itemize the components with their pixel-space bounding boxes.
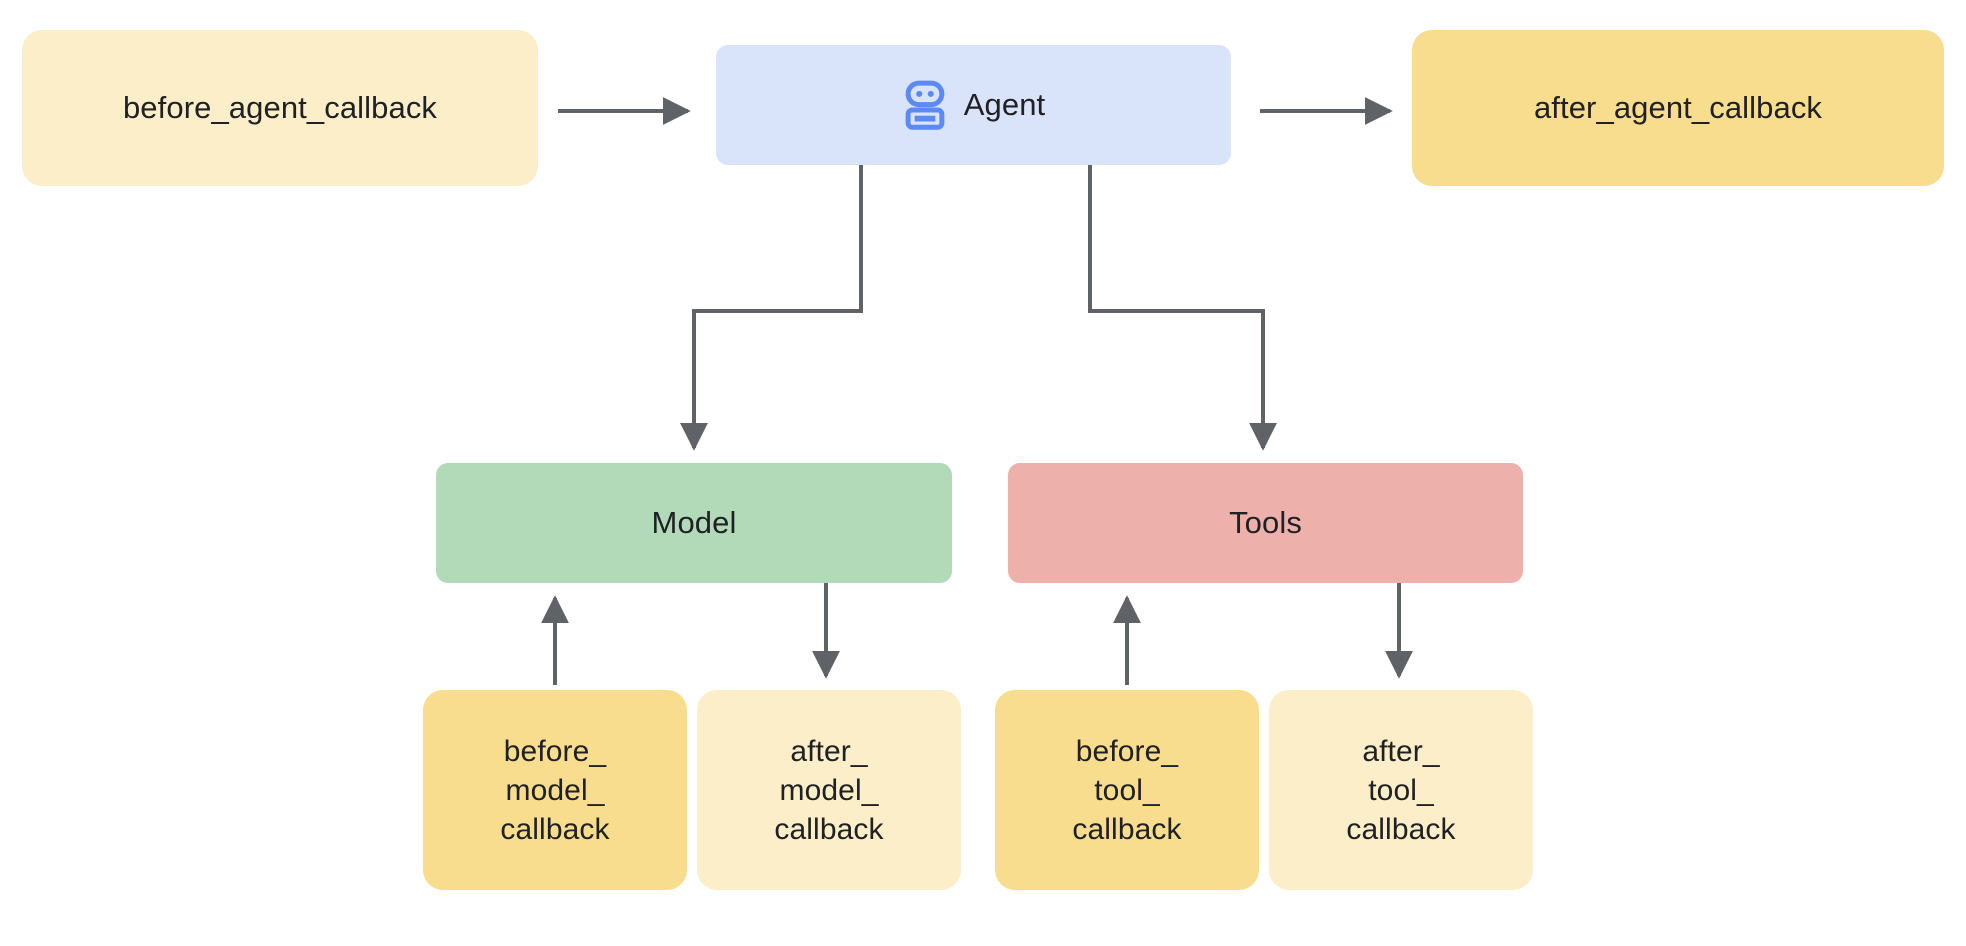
node-model-label: Model xyxy=(651,504,737,540)
node-before-tool-callback[interactable]: before_ tool_ callback xyxy=(995,690,1259,890)
node-agent[interactable]: Agent xyxy=(716,45,1231,165)
agent-content: Agent xyxy=(902,40,1046,171)
node-after-agent-callback-label: after_agent_callback xyxy=(1533,89,1823,125)
node-before-agent-callback[interactable]: before_agent_callback xyxy=(22,30,538,186)
node-before-model-callback-label: before_ model_ callback xyxy=(500,734,610,846)
robot-icon xyxy=(902,40,948,171)
node-after-model-callback-label: after_ model_ callback xyxy=(774,734,884,846)
node-tools-label: Tools xyxy=(1229,504,1302,540)
edge-agent-to-model xyxy=(680,165,863,451)
edge-agent-to-tools xyxy=(1088,165,1277,451)
node-after-model-callback[interactable]: after_ model_ callback xyxy=(697,690,961,890)
node-after-tool-callback-label: after_ tool_ callback xyxy=(1346,734,1456,846)
node-after-agent-callback[interactable]: after_agent_callback xyxy=(1412,30,1944,186)
node-after-tool-callback[interactable]: after_ tool_ callback xyxy=(1269,690,1533,890)
node-before-tool-callback-label: before_ tool_ callback xyxy=(1072,734,1182,846)
node-tools[interactable]: Tools xyxy=(1008,463,1523,583)
node-before-agent-callback-label: before_agent_callback xyxy=(122,89,438,125)
node-model[interactable]: Model xyxy=(436,463,952,583)
node-before-model-callback[interactable]: before_ model_ callback xyxy=(423,690,687,890)
node-agent-label: Agent xyxy=(963,86,1046,122)
